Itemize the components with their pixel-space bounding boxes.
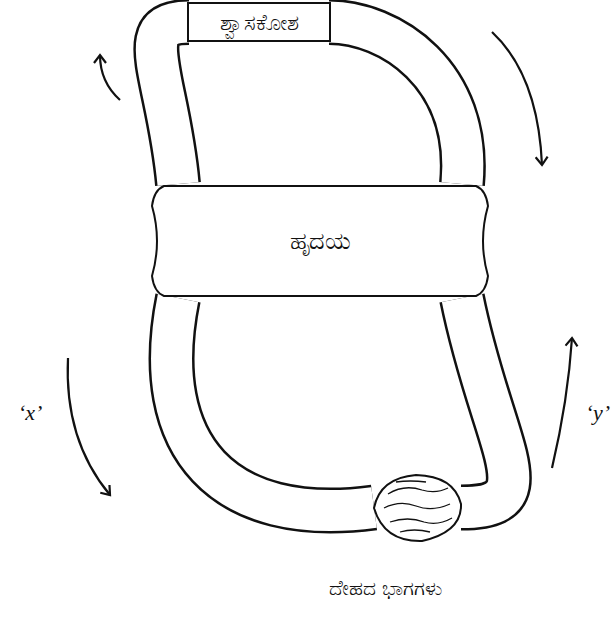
vessel-lumen bbox=[172, 298, 374, 511]
flow-arrow bbox=[492, 32, 542, 165]
vessel-lumen bbox=[329, 22, 463, 184]
node-outline bbox=[370, 470, 465, 545]
blood-vessel bbox=[461, 298, 572, 508]
vessel-wall bbox=[156, 22, 189, 184]
node-label: ಹೃದಯ bbox=[290, 227, 351, 255]
vessel-lumen bbox=[156, 22, 189, 184]
blood-vessel bbox=[100, 22, 189, 184]
vessel-wall bbox=[329, 22, 463, 184]
lungs-box: ಶ್ವಾಸಕೋಶ bbox=[187, 2, 331, 42]
vessel-wall bbox=[461, 298, 509, 508]
heart-band: ಹೃದಯ bbox=[150, 182, 490, 300]
blood-vessel bbox=[329, 22, 542, 184]
flow-arrow bbox=[68, 358, 110, 495]
vessel-label: ‘y’ bbox=[586, 400, 610, 426]
flow-arrow bbox=[552, 338, 572, 468]
flow-arrow bbox=[100, 55, 120, 100]
node-label: ಶ್ವಾಸಕೋಶ bbox=[220, 10, 299, 35]
vessel-label: ‘x’ bbox=[18, 400, 42, 426]
vessel-lumen bbox=[461, 298, 509, 508]
body-tissue: ದೇಹದ ಭಾಗಗಳು bbox=[370, 470, 465, 545]
vessel-wall bbox=[172, 298, 374, 511]
node-label: ದೇಹದ ಭಾಗಗಳು bbox=[329, 576, 442, 600]
blood-vessel bbox=[68, 298, 374, 511]
